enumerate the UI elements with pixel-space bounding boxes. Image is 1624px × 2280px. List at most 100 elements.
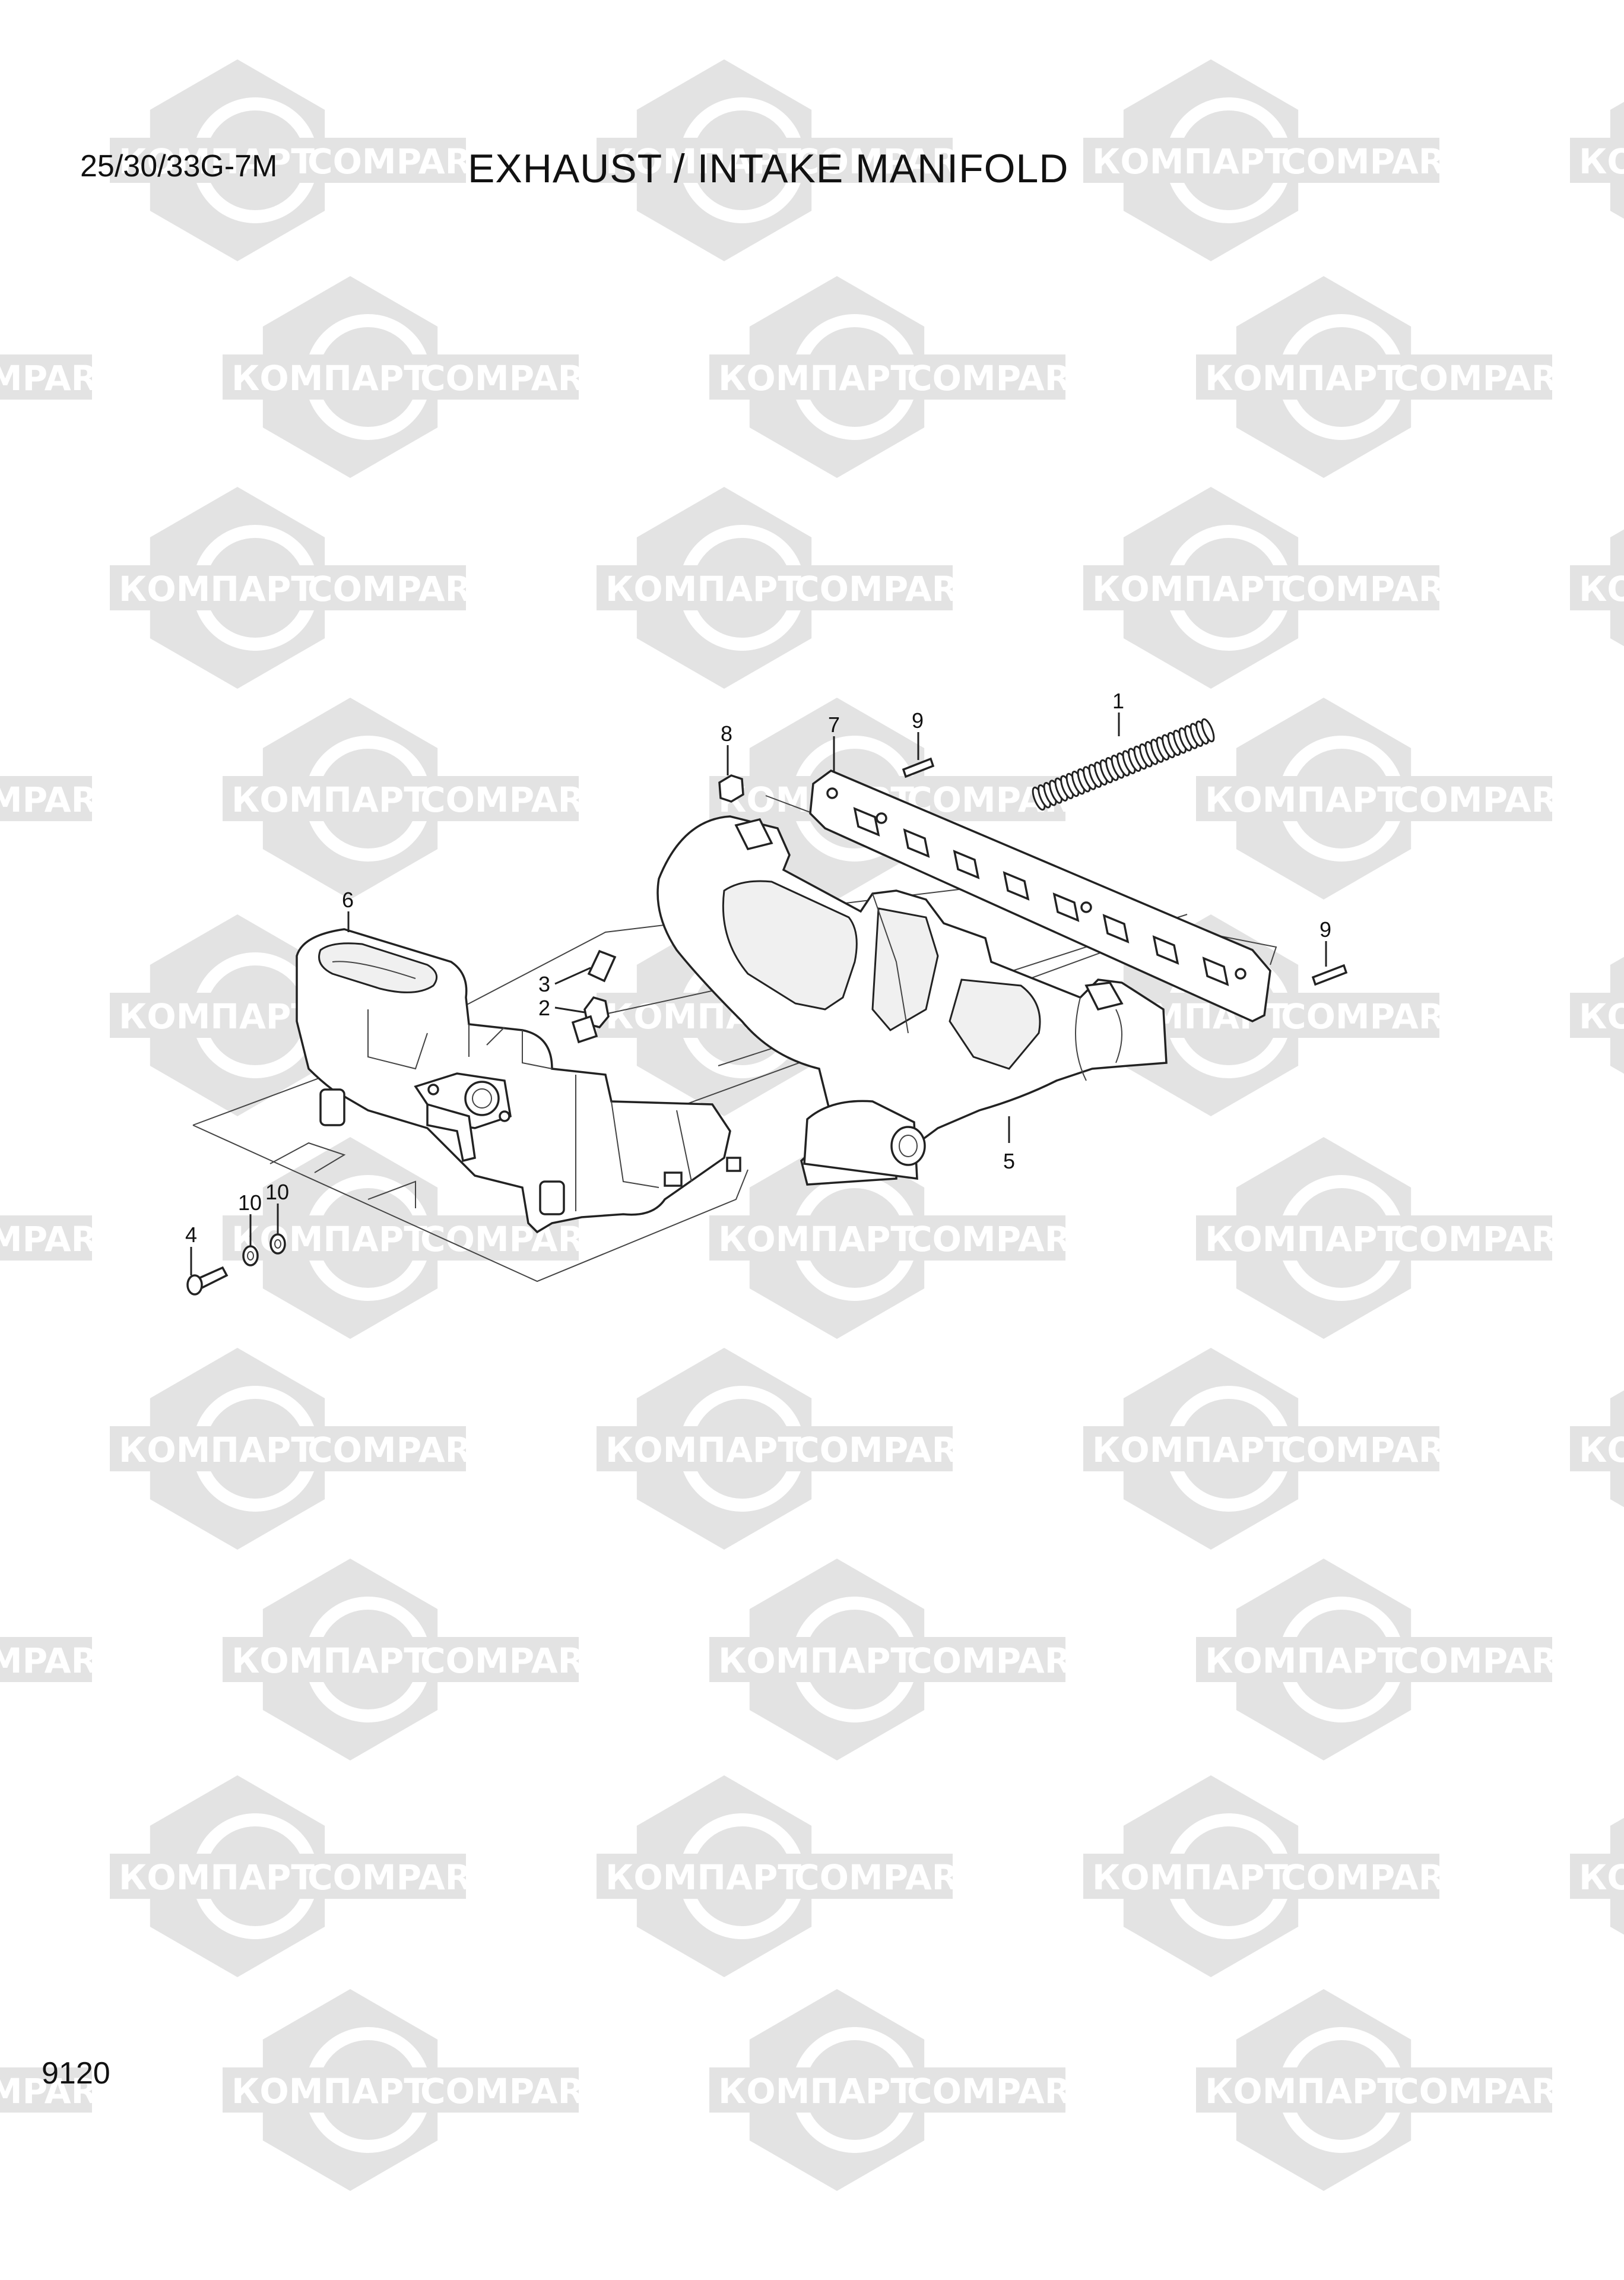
gasket-port <box>1052 892 1080 922</box>
watermark-text: КОМПАРТ <box>231 780 427 820</box>
watermark-text: COMPART <box>907 1641 1093 1681</box>
watermark-text: COMPART <box>420 780 607 820</box>
watermark-text: COMPART <box>1394 2071 1580 2111</box>
watermark-text: КОМПАРТ <box>605 1430 801 1470</box>
watermark-text: COMPART <box>1281 141 1467 182</box>
watermark-text: COMPART <box>907 2071 1093 2111</box>
gasket-port <box>953 850 980 879</box>
watermark-text: COMPART <box>1281 1857 1467 1898</box>
watermark-text: КОМПАРТ <box>1092 141 1288 182</box>
watermark-text: COMPART <box>0 358 120 398</box>
watermark-text: КОМПАРТ <box>718 358 914 398</box>
watermark-text: КОМПАРТ <box>119 1430 315 1470</box>
watermark-text: COMPART <box>907 358 1093 398</box>
callout-9-top: 9 <box>912 708 924 733</box>
watermark-text: КОМПАРТ <box>1579 569 1624 609</box>
watermark-text: КОМПАРТ <box>231 1641 427 1681</box>
watermark-text: COMPART <box>307 569 494 609</box>
callout-10-right: 10 <box>265 1180 289 1204</box>
watermark-text: КОМПАРТ <box>1579 996 1624 1037</box>
spring-part <box>1032 718 1215 811</box>
watermark-text: COMPART <box>1394 1641 1580 1681</box>
gasket-bolt-hole <box>876 812 887 824</box>
watermark-text: COMPART <box>794 1430 981 1470</box>
watermark-text: COMPART <box>1394 780 1580 820</box>
callout-6: 6 <box>342 888 354 912</box>
watermark-text: COMPART <box>1394 1219 1580 1259</box>
watermark-text: COMPART <box>307 1857 494 1898</box>
stud-part-top <box>902 757 935 778</box>
watermark-text: COMPART <box>1281 1430 1467 1470</box>
gasket-port <box>1003 871 1030 901</box>
watermark-text: КОМПАРТ <box>605 1857 801 1898</box>
callout-2: 2 <box>538 996 550 1020</box>
fitting-parts <box>571 949 617 1044</box>
watermark-text: COMPART <box>1281 996 1467 1037</box>
watermark-text: COMPART <box>420 1219 607 1259</box>
watermark-text: COMPART <box>307 141 494 182</box>
nut-part <box>718 774 744 803</box>
stud-part-right <box>1311 964 1348 986</box>
watermark-text: КОМПАРТ <box>231 1219 427 1259</box>
watermark-text: КОМПАРТ <box>119 1857 315 1898</box>
callout-7: 7 <box>828 712 840 737</box>
gasket-bolt-hole <box>826 787 838 799</box>
watermark-text: КОМПАРТ <box>1205 780 1401 820</box>
exhaust-manifold-part <box>656 815 1168 1186</box>
callout-4: 4 <box>185 1223 197 1247</box>
watermark-text: КОМПАРТ <box>1092 1857 1288 1898</box>
watermark-text: COMPART <box>1394 358 1580 398</box>
gasket-bolt-hole <box>1235 968 1246 980</box>
hardware-parts <box>186 1233 286 1296</box>
watermark-text: COMPART <box>1281 569 1467 609</box>
watermark-text: COMPART <box>0 1641 120 1681</box>
page-title: EXHAUST / INTAKE MANIFOLD <box>468 146 1069 191</box>
spring-coil <box>1201 718 1215 743</box>
watermark-text: COMPART <box>420 358 607 398</box>
callout-3: 3 <box>538 972 550 996</box>
watermark-text: COMPART <box>794 141 981 182</box>
watermark-text: COMPART <box>794 569 981 609</box>
watermark-text: COMPART <box>0 1857 7 1898</box>
watermark-text: КОМПАРТ <box>1092 1430 1288 1470</box>
gasket-port <box>1102 914 1130 943</box>
watermark-text: COMPART <box>420 1641 607 1681</box>
watermark-text: COMPART <box>420 2071 607 2111</box>
model-number: 25/30/33G-7M <box>80 149 278 183</box>
gasket-part <box>809 769 1271 1022</box>
watermark-text: КОМПАРТ <box>119 569 315 609</box>
page-number: 9120 <box>42 2056 110 2091</box>
watermark-text: КОМПАРТ <box>1579 1857 1624 1898</box>
callout-9-right: 9 <box>1320 917 1331 942</box>
gasket-port <box>1202 957 1229 986</box>
watermark-text: КОМПАРТ <box>718 1219 914 1259</box>
